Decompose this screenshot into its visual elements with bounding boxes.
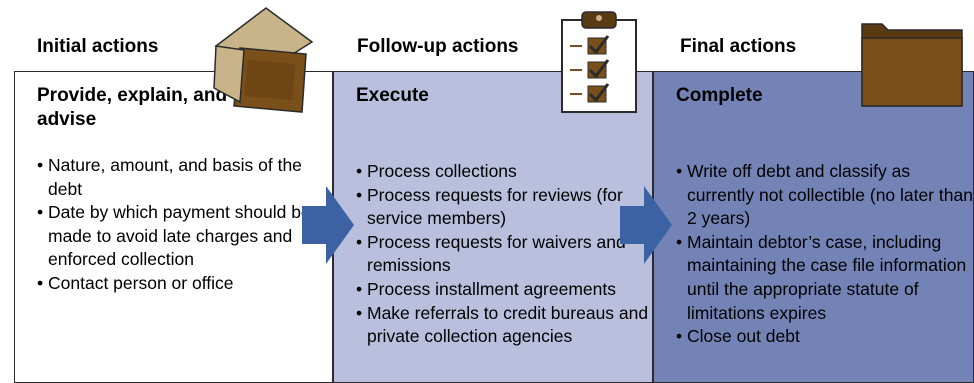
- bullet-list: Nature, amount, and basis of the debt Da…: [37, 154, 327, 296]
- list-item: Process collections: [356, 160, 656, 184]
- list-item: Write off debt and classify as currently…: [676, 160, 974, 231]
- panel-final-actions: Complete Write off debt and classify as …: [653, 71, 974, 383]
- arrow-right-icon: [620, 186, 672, 264]
- column-title-initial-actions: Initial actions: [37, 36, 159, 57]
- folder-icon: [861, 23, 963, 107]
- envelope-icon: [213, 7, 314, 113]
- list-item: Nature, amount, and basis of the debt: [37, 154, 327, 201]
- panel-initial-actions: Provide, explain, and advise Nature, amo…: [14, 71, 333, 383]
- panel-heading: Execute: [356, 85, 429, 106]
- clipboard-checklist-icon: [561, 11, 637, 113]
- list-item: Process requests for reviews (for servic…: [356, 184, 656, 231]
- list-item: Contact person or office: [37, 272, 327, 296]
- panel-heading: Provide, explain, and advise: [37, 85, 228, 130]
- column-title-final-actions: Final actions: [680, 36, 797, 57]
- list-item: Close out debt: [676, 325, 974, 349]
- list-item: Process requests for waivers and remissi…: [356, 231, 656, 278]
- bullet-list: Process collections Process requests for…: [356, 160, 656, 349]
- list-item: Date by which payment should be made to …: [37, 201, 327, 272]
- column-title-follow-up-actions: Follow-up actions: [357, 36, 519, 57]
- bullet-list: Write off debt and classify as currently…: [676, 160, 974, 349]
- list-item: Maintain debtor’s case, including mainta…: [676, 231, 974, 325]
- panel-heading: Complete: [676, 85, 763, 106]
- list-item: Process installment agreements: [356, 278, 656, 302]
- list-item: Make referrals to credit bureaus and pri…: [356, 302, 656, 349]
- arrow-right-icon: [302, 186, 354, 264]
- panel-follow-up-actions: Execute Process collections Process requ…: [333, 71, 653, 383]
